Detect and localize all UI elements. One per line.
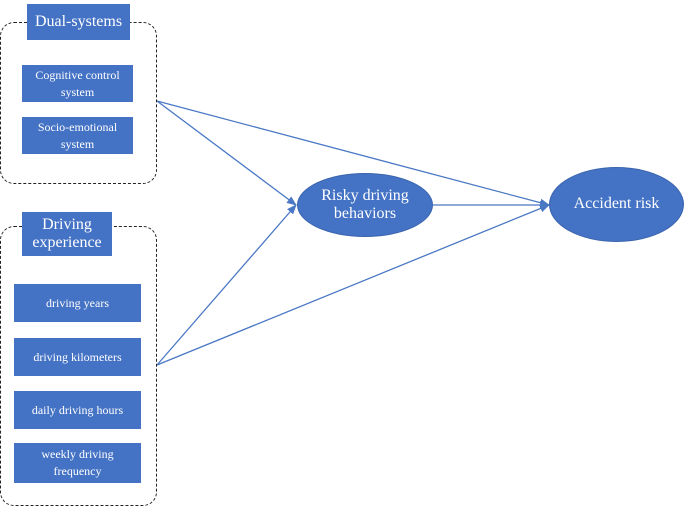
driving-years-box: driving years [14, 284, 141, 322]
cognitive-control-box: Cognitive control system [22, 65, 133, 102]
driving-kilometers-box: driving kilometers [14, 338, 141, 376]
arrow-dual-to-accident [156, 100, 550, 207]
dual-systems-group [0, 22, 157, 184]
accident-risk-node: Accident risk [549, 167, 684, 242]
weekly-driving-frequency-box: weekly driving frequency [14, 443, 141, 483]
socio-emotional-box: Socio-emotional system [22, 117, 133, 154]
risky-driving-node: Risky driving behaviors [297, 173, 433, 237]
driving-experience-title: Driving experience [22, 212, 112, 256]
arrow-experience-to-risky [156, 204, 297, 366]
arrow-dual-to-risky [156, 100, 297, 206]
daily-driving-hours-box: daily driving hours [14, 391, 141, 429]
dual-systems-title: Dual-systems [27, 4, 130, 40]
arrow-experience-to-accident [156, 204, 550, 366]
